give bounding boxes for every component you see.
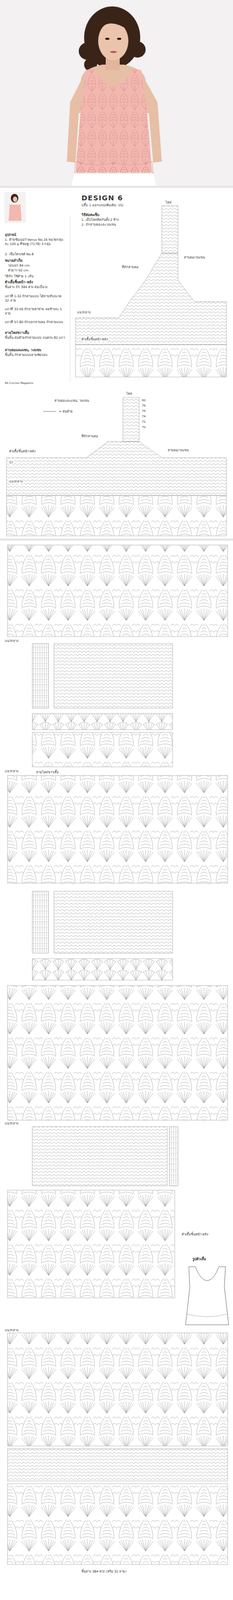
chart-label: สาบคอและแขน, วงแขน (53, 399, 90, 404)
chart-label: 76 (141, 409, 147, 414)
chart-label: ไหล่ (165, 200, 173, 205)
chart-label: 80 (141, 399, 147, 403)
chart-label: 72 (141, 420, 147, 425)
chart-label: รอบอก 84 cm. (7, 263, 32, 269)
chart-label: แถวที่ 1-32 ถักตามแบบ ได้ลายสับปะรด 32 ล… (4, 294, 66, 303)
chart-label: สายไหล่ขวาเสื้อ (35, 771, 60, 776)
chart-label: ตัวเสื้อชิ้นหน้า-หลัง (181, 1234, 209, 1239)
chart-label: แนวกลาง (76, 310, 92, 315)
chart-label: แนวกลาง (8, 480, 24, 485)
chart-label: ชิ้นล่าง ถัก 384 ห่วง ต่อเป็นวง (4, 285, 66, 290)
chart-label: ชิ้นลิ้น ต่อด้ายถักตามแบบ จนครบ 82 แถว (4, 336, 66, 341)
chart-label: แถวที่ 57-80 ถักแยกสาบคอ ถักตามแบบ (4, 320, 66, 325)
chart-label: ขนาดสำเร็จ (4, 258, 24, 264)
chart-label: 57 (8, 461, 14, 466)
chart-label: 74 (141, 415, 147, 420)
chart-label: ตัวเสื้อชิ้นหน้า-หลัง (4, 280, 34, 285)
chart-label: วิธีต่อตะเข็บ (80, 213, 100, 218)
chart-label: 70 (141, 426, 147, 430)
chart-label: รูปตัวเสื้อ (192, 1258, 207, 1264)
chart-label: 2. ถักสาบคอและวงแขน (80, 222, 117, 228)
chart-label: 78 (141, 404, 147, 409)
chart-label: 1. เย็บไหล่ติดกันทั้ง 2 ข้าง (80, 217, 120, 223)
chart-label: = ต่อด้าย (58, 409, 74, 415)
chart-label: อุปกรณ์ (4, 233, 17, 238)
chart-label: 86 Crochet Magazine (4, 381, 34, 386)
chart-label: ที่ถักสาบคอ (80, 434, 99, 440)
chart-label: 2. เข็มโครเชต์ No.8 (4, 252, 34, 257)
chart-label: ตัวเสื้อชิ้นหน้า-หลัง (8, 449, 37, 455)
chart-label: 1. ด้ายซัมเมอร์ Venus No.16 ขนาดกลุ่มละ … (4, 237, 66, 246)
chart-label: วิธีถัก ใช้ด้าย 1 เส้น (4, 274, 34, 279)
chart-label: ตัวเสื้อชิ้นหน้า-หลัง (80, 337, 109, 342)
chart-label: ชิ้นล่าง 384 ห่วง (หรือ 32 ลาย) (80, 1571, 127, 1576)
design-title: DESIGN 6 (80, 194, 124, 203)
chart-label: แนวกลาง (4, 639, 19, 644)
chart-label: สายไหล่ขวาเสื้อ (4, 331, 30, 336)
chart-label: ชิ้นลิ้น ถักตามแบบลายพัดรอบ (4, 353, 66, 358)
chart-label: ไหล่ (125, 392, 133, 397)
chart-label: แถวที่ 33-56 ถักลายตาข่าย ลดข้างละ 1 ลาย (4, 307, 66, 316)
chart-label: ที่ถักสาบคอ (121, 265, 140, 270)
chart-label: แนวกลาง (4, 770, 19, 775)
chart-label: แนวกลาง (4, 1330, 19, 1335)
chart-label: สาบคอ/วงแขน (167, 448, 190, 454)
chart-label: ตัวยาว 50 cm. (7, 268, 31, 273)
chart-label: สาบคอและแขน, วงแขน (4, 348, 42, 353)
chart-label: (เสื้อ 1 ออกแบบเพิ่มเติม: 15) (80, 203, 125, 208)
chart-label: แนวกลาง (4, 1122, 19, 1128)
chart-label: สาบคอ/วงแขน (183, 255, 206, 260)
